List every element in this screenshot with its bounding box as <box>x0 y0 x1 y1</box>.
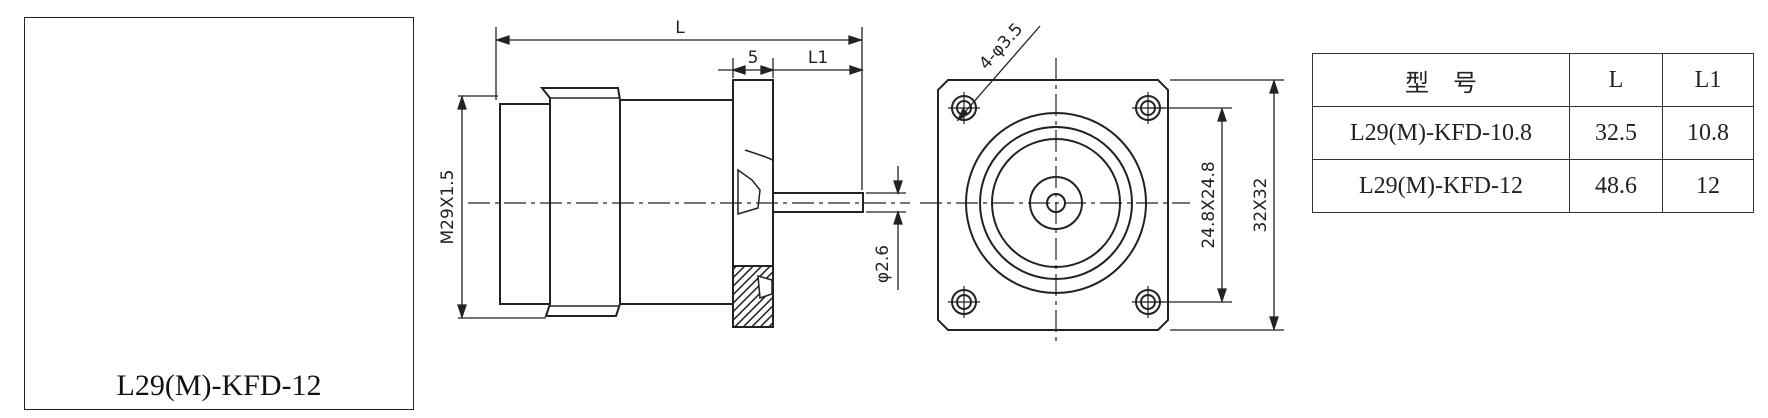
header-model: 型 号 <box>1312 53 1570 107</box>
cell-model: L29(M)-KFD-10.8 <box>1312 106 1570 160</box>
spec-table: 型 号 L L1 L29(M)-KFD-10.8 32.5 10.8 L29(M… <box>1312 53 1754 213</box>
cell-model: L29(M)-KFD-12 <box>1312 159 1570 213</box>
dim-hole-spacing-label: 24.8X24.8 <box>1199 161 1219 248</box>
flange-hatch <box>732 265 774 328</box>
header-L: L <box>1569 53 1663 107</box>
dim-L1-label: L1 <box>808 48 828 68</box>
dim-thread-label: M29X1.5 <box>438 170 458 245</box>
front-view-centerlines <box>920 58 1190 344</box>
threaded-end <box>499 103 551 305</box>
connector-body <box>619 99 734 305</box>
cell-L: 48.6 <box>1569 159 1663 213</box>
dim-pin-diameter-label: φ2.6 <box>873 245 893 283</box>
front-flange-outline <box>937 79 1169 331</box>
dim-mount-holes-label: 4-φ3.5 <box>975 19 1027 73</box>
cell-L1: 12 <box>1662 159 1754 213</box>
front-view <box>937 79 1169 331</box>
cell-L: 32.5 <box>1569 106 1663 160</box>
coupling-nut <box>539 87 621 317</box>
table-row: L29(M)-KFD-10.8 32.5 10.8 <box>1312 106 1754 160</box>
table-row: L29(M)-KFD-12 48.6 12 <box>1312 159 1754 213</box>
header-L1: L1 <box>1662 53 1754 107</box>
photo-caption: L29(M)-KFD-12 <box>116 369 322 402</box>
dim-L-label: L <box>675 18 685 38</box>
front-view-dimensions <box>956 25 1284 332</box>
side-view <box>468 79 910 328</box>
cell-L1: 10.8 <box>1662 106 1754 160</box>
dim-flange-size-label: 32X32 <box>1251 178 1271 233</box>
dim-5-label: 5 <box>748 48 759 68</box>
photo-frame: L29(M)-KFD-12 <box>24 17 414 410</box>
side-view-dimensions <box>457 27 906 320</box>
side-view-labels: L 5 L1 M29X1.5 φ2.6 <box>438 18 893 283</box>
table-header-row: 型 号 L L1 <box>1312 53 1754 107</box>
